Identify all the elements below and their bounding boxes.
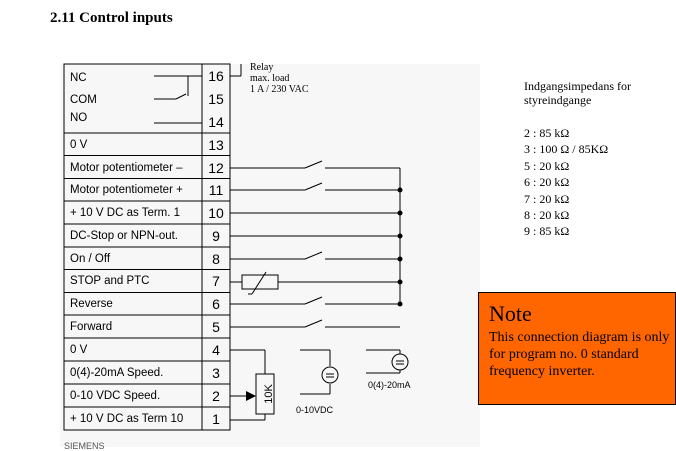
impedance-row: 3 : 100 Ω / 85KΩ: [524, 142, 609, 157]
terminal-number: 11: [208, 182, 224, 198]
impedance-title-line: Indgangsimpedans for: [524, 79, 631, 93]
note-text: This connection diagram is only for prog…: [489, 329, 675, 380]
terminal-number: 9: [212, 228, 220, 244]
impedance-row: 7 : 20 kΩ: [524, 191, 570, 206]
relay-caption-line: 1 A / 230 VAC: [250, 84, 309, 95]
terminal-row-lines: [64, 155, 230, 408]
terminal-label: 0 V: [70, 139, 88, 151]
terminal-label: + 10 V DC as Term 10: [70, 413, 184, 425]
impedance-row: 5 : 20 kΩ: [524, 158, 570, 173]
terminal-label: Motor potentiometer –: [70, 162, 183, 174]
footer-text: SIEMENS: [64, 441, 105, 451]
terminal-block-outline: [63, 132, 231, 431]
terminal-number: 12: [208, 160, 224, 176]
impedance-title-line: styreindgange: [524, 93, 592, 107]
ptc-symbol: [230, 271, 400, 295]
potentiometer-symbol: [230, 349, 275, 421]
note-box: Note This connection diagram is only for…: [478, 292, 676, 405]
impedance-row: 9 : 85 kΩ: [524, 224, 570, 239]
impedance-title: Indgangsimpedans for styreindgange: [524, 79, 631, 107]
terminal-number: 4: [212, 342, 220, 358]
terminal-label: STOP and PTC: [70, 275, 150, 287]
terminal-number: 5: [212, 319, 220, 335]
impedance-row: 6 : 20 kΩ: [524, 175, 570, 190]
input-switches: [230, 160, 400, 328]
current-source-label: 0(4)-20mA: [368, 380, 411, 390]
terminal-label: 0(4)-20mA Speed.: [70, 367, 164, 379]
relay-contact-symbol: [154, 64, 242, 124]
impedance-row: 2 : 85 kΩ: [524, 126, 570, 140]
terminal-label: 0 V: [70, 344, 88, 356]
terminal-label: COM: [70, 94, 97, 106]
terminal-number: 1: [212, 411, 220, 427]
terminal-label: DC-Stop or NPN-out.: [70, 230, 179, 242]
wiper-arrow-icon: [246, 391, 256, 401]
current-source-symbol: [366, 349, 409, 374]
voltage-source-label: 0-10VDC: [296, 405, 334, 415]
relay-number-box: [201, 63, 231, 134]
pot-value-label: 10K: [263, 384, 275, 404]
voltage-source-symbol: [300, 349, 339, 395]
terminal-label: NO: [70, 112, 88, 124]
terminal-label: NC: [70, 72, 87, 84]
terminal-number: 15: [208, 91, 224, 107]
terminal-label: + 10 V DC as Term. 1: [70, 207, 181, 219]
note-title: Note: [489, 301, 532, 326]
terminal-number: 13: [208, 137, 224, 153]
terminal-number: 14: [208, 114, 224, 130]
section-heading: 2.11 Control inputs: [50, 10, 173, 26]
note-line: for program no. 0 standard: [489, 347, 639, 362]
note-line: frequency inverter.: [489, 364, 595, 379]
terminal-number: 6: [212, 296, 220, 312]
diagram-background: [60, 64, 480, 447]
relay-caption: Relay max. load 1 A / 230 VAC: [250, 62, 309, 95]
relay-caption-line: max. load: [250, 73, 290, 84]
terminal-number: 2: [212, 388, 220, 404]
impedance-list: 2 : 85 kΩ 3 : 100 Ω / 85KΩ 5 : 20 kΩ 6 :…: [524, 125, 608, 240]
note-line: This connection diagram is only: [489, 330, 670, 345]
terminal-number: 8: [212, 251, 220, 267]
terminal-label: Motor potentiometer +: [70, 184, 183, 196]
terminal-number: 10: [208, 205, 224, 221]
terminal-number: 16: [208, 68, 224, 84]
junction-dots: [397, 187, 403, 307]
relay-caption-line: Relay: [250, 62, 274, 73]
terminal-label: 0-10 VDC Speed.: [70, 390, 161, 402]
terminal-number: 7: [212, 273, 220, 289]
terminal-label: On / Off: [70, 253, 111, 265]
terminal-number: 3: [212, 365, 220, 381]
terminal-label: Reverse: [70, 298, 113, 310]
impedance-row: 8 : 20 kΩ: [524, 208, 570, 223]
terminal-label: Forward: [70, 321, 113, 333]
